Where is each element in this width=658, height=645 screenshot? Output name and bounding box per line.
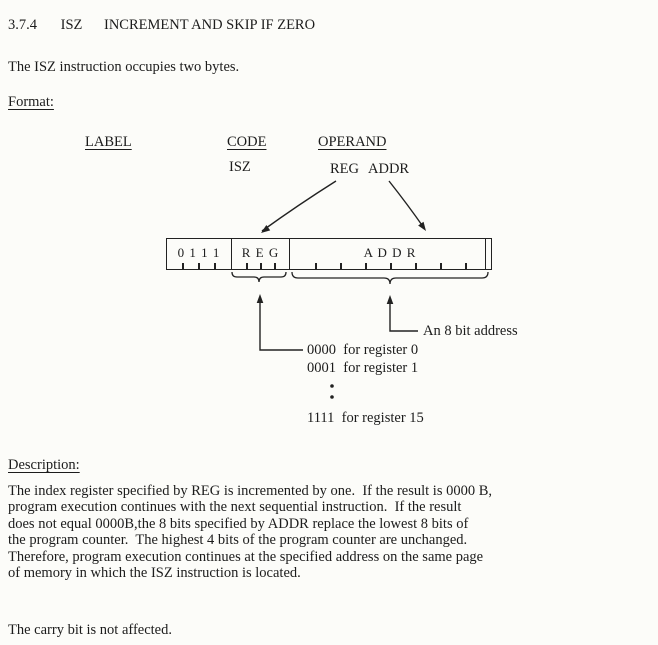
bit-tick — [340, 263, 342, 269]
description-line: does not equal 0000B,the 8 bits specifie… — [8, 515, 469, 532]
addr-pointer-arrow — [388, 180, 426, 231]
description-line: The index register specified by REG is i… — [8, 483, 493, 499]
reg-value-item: 0000 for register 0 — [307, 342, 419, 358]
bitfield-box: 0 1 1 1 R E G A D D R — [166, 238, 492, 270]
operand-reg-label: REG — [330, 161, 359, 177]
addr-underbrace — [291, 271, 489, 285]
bit-tick — [415, 263, 417, 269]
bitfield-addr-cell: A D D R — [289, 239, 490, 269]
description-line: Therefore, program execution continues a… — [8, 548, 484, 565]
reg-underbrace — [231, 271, 287, 283]
description-line: the program counter. The highest 4 bits … — [8, 532, 468, 549]
description-line: of memory in which the ISZ instruction i… — [8, 565, 301, 582]
bitfield-opcode-text: 0 1 1 1 — [177, 245, 221, 260]
bitfield-reg-text: R E G — [241, 245, 280, 260]
bit-tick — [465, 263, 467, 269]
section-code: ISZ — [60, 17, 83, 33]
operand-addr-label: ADDR — [368, 161, 410, 177]
bit-tick — [182, 263, 184, 269]
column-header-operand: OPERAND — [318, 134, 387, 150]
reg-pointer-arrow — [261, 180, 337, 233]
reg-value-item: 1111 for register 15 — [307, 410, 424, 426]
section-title: INCREMENT AND SKIP IF ZERO — [104, 17, 316, 33]
bit-tick — [440, 263, 442, 269]
bitfield-end-line — [484, 239, 486, 269]
code-value: ISZ — [229, 159, 251, 175]
format-heading: Format: — [8, 94, 54, 110]
bit-tick — [365, 263, 367, 269]
column-header-code: CODE — [227, 134, 267, 150]
bit-tick — [274, 263, 276, 269]
bit-tick — [390, 263, 392, 269]
page-title: 3.7.4 ISZ INCREMENT AND SKIP IF ZERO — [8, 17, 315, 34]
reg-value-item: 0001 for register 1 — [307, 360, 419, 376]
bit-tick — [214, 263, 216, 269]
bitfield-reg-cell: R E G — [231, 239, 289, 269]
section-number: 3.7.4 — [8, 17, 37, 33]
description-line: program execution continues with the nex… — [8, 499, 462, 516]
bitfield-opcode-cell: 0 1 1 1 — [167, 239, 231, 269]
addr-note-label: An 8 bit address — [423, 323, 518, 339]
carry-note: The carry bit is not affected. — [8, 622, 172, 638]
bit-tick — [315, 263, 317, 269]
bit-tick — [246, 263, 248, 269]
description-heading: Description: — [8, 457, 80, 473]
addr-callout-arrow — [386, 295, 418, 332]
ellipsis-dots — [330, 384, 334, 399]
bit-tick — [198, 263, 200, 269]
bit-tick — [260, 263, 262, 269]
intro-text: The ISZ instruction occupies two bytes. — [8, 59, 240, 75]
column-header-label: LABEL — [85, 134, 132, 150]
description-paragraph: The index register specified by REG is i… — [8, 483, 492, 581]
bitfield-addr-text: A D D R — [363, 245, 417, 260]
reg-callout-arrow — [256, 294, 303, 351]
